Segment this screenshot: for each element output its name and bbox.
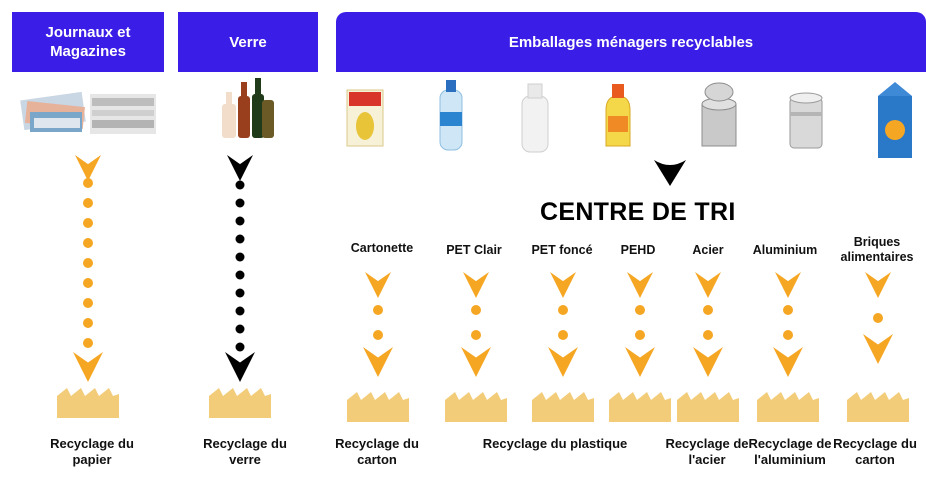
flow-arrow-start-pet-fonce	[550, 272, 576, 298]
recycling-label-papier: Recyclage du papier	[50, 436, 134, 467]
flow-arrow-end-papier	[73, 352, 103, 382]
flow-arrow-start-verre	[227, 155, 253, 181]
flow-dot-papier-6	[83, 298, 93, 308]
flow-dot-aluminium-1	[783, 330, 793, 340]
sort-label-briques: Briques alimentaires	[840, 235, 914, 264]
flow-arrow-end-aluminium	[773, 347, 803, 377]
flow-arrow-start-pehd	[627, 272, 653, 298]
flow-dot-verre-6	[235, 288, 245, 298]
flow-dot-verre-7	[235, 306, 245, 316]
cereal-box-image	[346, 89, 384, 147]
glass-bottles-image	[222, 78, 274, 138]
juice-carton-image	[878, 82, 912, 158]
flow-dot-verre-9	[235, 342, 245, 352]
flow-dot-pet-clair-0	[471, 305, 481, 315]
factory-icon-aluminium	[757, 392, 819, 422]
detergent-bottle-image	[605, 84, 631, 147]
header-journaux: Journaux et Magazines	[12, 12, 164, 72]
flow-dot-papier-4	[83, 258, 93, 268]
flow-dot-acier-1	[703, 330, 713, 340]
flow-dot-verre-8	[235, 324, 245, 334]
flow-dot-carton-0	[373, 305, 383, 315]
water-bottle-image	[439, 80, 463, 151]
flow-dot-pehd-0	[635, 305, 645, 315]
recycling-label-aluminium: Recyclage de l'aluminium	[748, 436, 832, 467]
flow-arrow-start-carton	[365, 272, 391, 298]
flow-dot-pet-fonce-1	[558, 330, 568, 340]
header-verre: Verre	[178, 12, 318, 72]
centre-de-tri-arrow	[654, 160, 686, 186]
flow-arrow-start-briques	[865, 272, 891, 298]
flow-dot-papier-1	[83, 198, 93, 208]
newspapers-image	[20, 91, 156, 134]
flow-arrow-start-acier	[695, 272, 721, 298]
sort-label-cartonette: Cartonette	[350, 241, 414, 255]
factory-icon-briques	[847, 392, 909, 422]
recycling-label-carton-2: Recyclage du carton	[833, 436, 917, 467]
flow-dot-pehd-1	[635, 330, 645, 340]
recycling-label-plastique: Recyclage du plastique	[482, 436, 628, 451]
flow-dot-papier-7	[83, 318, 93, 328]
tin-can-image	[701, 82, 737, 147]
milk-bottle-image	[521, 83, 549, 153]
flow-arrow-end-pet-fonce	[548, 347, 578, 377]
flow-arrow-end-acier	[693, 347, 723, 377]
flow-dot-papier-8	[83, 338, 93, 348]
flow-arrow-end-carton	[363, 347, 393, 377]
factory-icon-papier	[57, 388, 119, 418]
recycling-label-carton: Recyclage du carton	[335, 436, 419, 467]
flow-dot-acier-0	[703, 305, 713, 315]
sort-label-pet-clair: PET Clair	[446, 243, 502, 257]
flow-dot-pet-fonce-0	[558, 305, 568, 315]
flow-arrow-end-pet-clair	[461, 347, 491, 377]
factory-icon-acier	[677, 392, 739, 422]
flow-arrow-end-briques	[863, 334, 893, 364]
factory-icon-verre	[209, 388, 271, 418]
flow-dot-papier-5	[83, 278, 93, 288]
centre-de-tri-title: CENTRE DE TRI	[540, 198, 736, 226]
factory-icon-pet-fonce	[532, 392, 594, 422]
flow-dot-papier-2	[83, 218, 93, 228]
flow-dot-verre-2	[235, 216, 245, 226]
flow-arrow-end-pehd	[625, 347, 655, 377]
flow-arrow-start-papier	[75, 155, 101, 181]
factory-icon-pehd	[609, 392, 671, 422]
flow-dot-verre-5	[235, 270, 245, 280]
flow-arrow-start-aluminium	[775, 272, 801, 298]
flow-dot-verre-4	[235, 252, 245, 262]
factory-icon-carton	[347, 392, 409, 422]
flow-dot-verre-0	[235, 180, 245, 190]
flow-dot-pet-clair-1	[471, 330, 481, 340]
flow-dot-verre-3	[235, 234, 245, 244]
sort-label-aluminium: Aluminium	[752, 243, 818, 257]
flow-dot-briques-0	[873, 313, 883, 323]
recycling-label-acier: Recyclage de l'acier	[665, 436, 749, 467]
aluminium-can-image	[789, 92, 823, 149]
sort-label-pehd: PEHD	[620, 243, 656, 257]
flow-dot-aluminium-0	[783, 305, 793, 315]
header-emballages: Emballages ménagers recyclables	[336, 12, 926, 72]
sort-label-pet-fonce: PET foncé	[531, 243, 593, 257]
flow-dot-papier-0	[83, 178, 93, 188]
sort-label-acier: Acier	[692, 243, 724, 257]
flow-dot-papier-3	[83, 238, 93, 248]
flow-arrow-end-verre	[225, 352, 255, 382]
recycling-label-verre: Recyclage du verre	[203, 436, 287, 467]
factory-icon-pet-clair	[445, 392, 507, 422]
flow-dot-carton-1	[373, 330, 383, 340]
flow-dot-verre-1	[235, 198, 245, 208]
flow-arrow-start-pet-clair	[463, 272, 489, 298]
